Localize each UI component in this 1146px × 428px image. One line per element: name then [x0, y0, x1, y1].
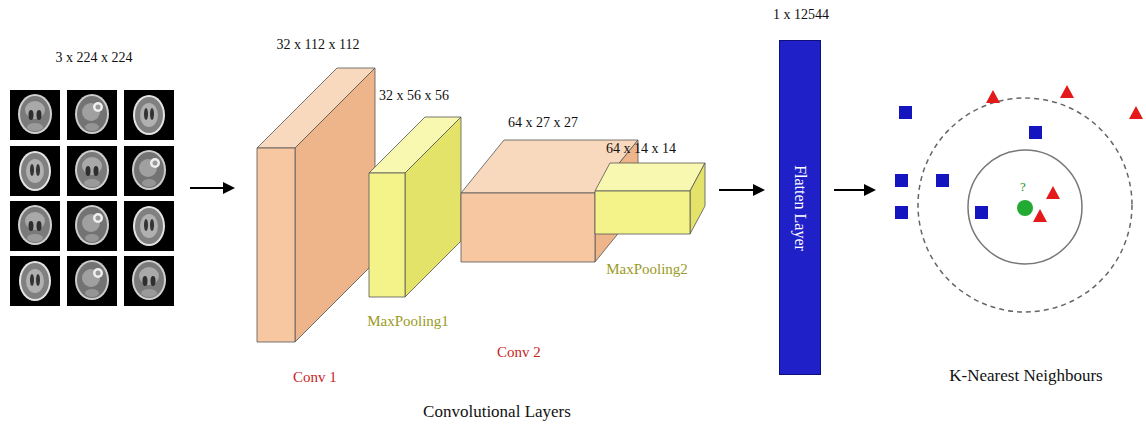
- query-mark: ?: [1020, 179, 1026, 195]
- knn-classifier: K-Nearest Neighbours: [888, 86, 1144, 391]
- volume-front: [369, 173, 405, 297]
- section-title: Convolutional Layers: [423, 402, 571, 422]
- mri-scan: [10, 90, 60, 140]
- arrow-shaft: [190, 187, 225, 189]
- layer-name: MaxPooling1: [367, 312, 449, 330]
- mri-scan: [67, 256, 117, 306]
- volume-front: [461, 193, 595, 262]
- tensor-shape: 32 x 56 x 56: [379, 88, 449, 105]
- square-point: [899, 106, 912, 119]
- flow-arrow: [834, 184, 876, 196]
- inner-radius: [968, 150, 1082, 264]
- square-point: [936, 174, 949, 187]
- mri-scan: [124, 201, 174, 251]
- arrow-shaft: [719, 189, 755, 191]
- input-images: 3 x 224 x 224: [8, 88, 178, 310]
- square-point: [895, 206, 908, 219]
- volume-front: [595, 191, 690, 234]
- flow-arrow: [190, 182, 235, 194]
- volume-side: [690, 163, 705, 234]
- layer-name: MaxPooling2: [606, 260, 688, 278]
- layer-volume: [595, 163, 705, 234]
- volume-side: [405, 117, 461, 297]
- layer-volume: [369, 117, 461, 297]
- volume-top: [595, 163, 705, 191]
- square-point: [895, 174, 908, 187]
- mri-scan: [124, 256, 174, 306]
- square-point: [975, 206, 988, 219]
- tensor-shape: 64 x 27 x 27: [508, 115, 578, 132]
- mri-scan: [10, 146, 60, 196]
- outer-radius: [918, 98, 1132, 312]
- volume-front: [257, 148, 295, 342]
- mri-scan: [124, 90, 174, 140]
- query-point: [1017, 200, 1033, 216]
- triangle-point: [1033, 209, 1047, 222]
- triangle-point: [1060, 85, 1074, 98]
- flow-arrow: [719, 184, 765, 196]
- layer-name: Flatten Layer: [790, 165, 809, 251]
- arrow-head: [753, 184, 765, 196]
- pooling-layer: 64 x 14 x 14MaxPooling2: [595, 163, 705, 234]
- mri-scan: [67, 90, 117, 140]
- knn-plot: [895, 85, 1143, 312]
- arrow-head: [864, 184, 876, 196]
- layer-volume: [257, 68, 375, 342]
- pooling-layer: 32 x 56 x 56MaxPooling1: [369, 117, 461, 297]
- mri-scan: [67, 201, 117, 251]
- flatten-layer: 1 x 12544Flatten Layer: [779, 40, 821, 375]
- tensor-shape: 1 x 12544: [773, 7, 829, 24]
- arrow-shaft: [834, 189, 866, 191]
- volume-side: [295, 68, 375, 342]
- tensor-shape: 32 x 112 x 112: [277, 37, 360, 54]
- mri-scan: [10, 256, 60, 306]
- triangle-point: [986, 90, 1000, 103]
- mri-scan: [124, 146, 174, 196]
- blue-class-points: [895, 106, 1042, 219]
- layer-name: Conv 1: [293, 368, 337, 386]
- triangle-point: [1046, 186, 1060, 199]
- layer-name: Conv 2: [497, 343, 541, 361]
- tensor-shape: 64 x 14 x 14: [606, 141, 676, 158]
- mri-scan: [10, 201, 60, 251]
- classifier-name: K-Nearest Neighbours: [949, 366, 1102, 386]
- arrow-head: [223, 182, 235, 194]
- conv-layer: 32 x 112 x 112Conv 1: [257, 68, 375, 342]
- square-point: [1029, 126, 1042, 139]
- mri-scan: [67, 146, 117, 196]
- triangle-point: [1129, 106, 1143, 119]
- red-class-points: [986, 85, 1143, 222]
- tensor-shape: 3 x 224 x 224: [56, 50, 133, 67]
